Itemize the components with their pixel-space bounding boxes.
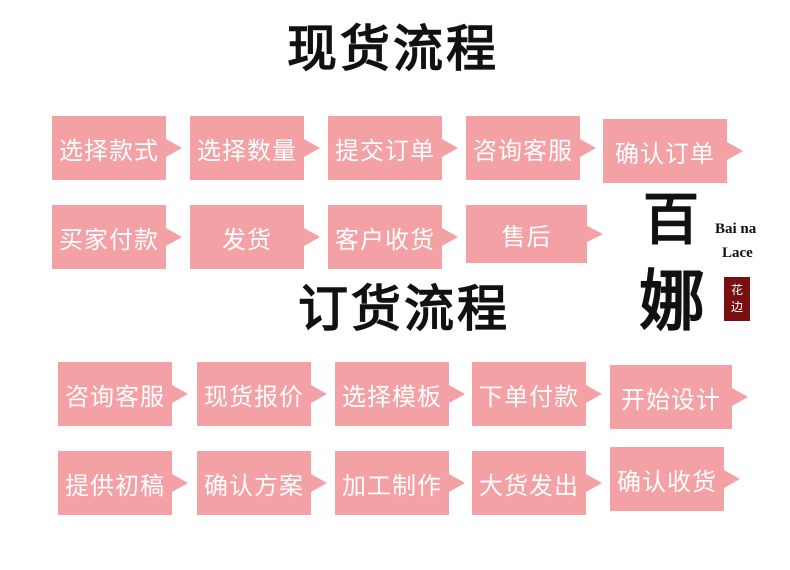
step-confirm-plan: 确认方案: [197, 451, 327, 515]
step-label: 选择数量: [197, 136, 297, 165]
logo-english-line2: Lace: [722, 245, 753, 261]
step-label: 买家付款: [59, 225, 159, 254]
logo-char-bai: 百: [643, 187, 699, 253]
order-process-title: 订货流程: [298, 280, 510, 338]
step-label: 咨询客服: [473, 136, 573, 165]
step-label: 下单付款: [479, 382, 579, 411]
step-label: 客户收货: [335, 225, 435, 254]
step-label: 加工制作: [342, 471, 442, 500]
step-bulk-shipment: 大货发出: [472, 451, 602, 515]
step-submit-order: 提交订单: [328, 116, 458, 180]
step-label: 确认收货: [617, 467, 717, 496]
step-label: 确认订单: [615, 139, 715, 168]
lace-seal-stamp: 花 边: [724, 277, 750, 321]
seal-char-hua: 花: [730, 283, 743, 297]
step-label: 开始设计: [621, 385, 721, 414]
step-consult-service: 咨询客服: [466, 116, 596, 180]
step-label: 大货发出: [479, 471, 579, 500]
step-label: 选择模板: [342, 382, 442, 411]
step-confirm-receipt: 确认收货: [610, 447, 740, 511]
step-ship: 发货: [190, 205, 320, 269]
step-provide-draft: 提供初稿: [58, 451, 188, 515]
step-label: 发货: [222, 225, 272, 254]
step-buyer-payment: 买家付款: [52, 205, 182, 269]
step-place-order-pay: 下单付款: [472, 362, 602, 426]
step-start-design: 开始设计: [610, 365, 748, 429]
step-select-template: 选择模板: [335, 362, 465, 426]
logo-english-line1: Bai na: [715, 221, 757, 237]
step-select-style: 选择款式: [52, 116, 182, 180]
step-consult-service: 咨询客服: [58, 362, 188, 426]
step-after-sales: 售后: [466, 205, 603, 263]
step-label: 咨询客服: [65, 382, 165, 411]
step-label: 选择款式: [59, 136, 159, 165]
seal-char-bian: 边: [730, 300, 743, 314]
logo-char-na: 娜: [639, 262, 705, 340]
step-select-quantity: 选择数量: [190, 116, 320, 180]
step-processing: 加工制作: [335, 451, 465, 515]
step-label: 提供初稿: [65, 471, 165, 500]
brand-logo: 百 娜 Bai na Lace 花 边: [635, 190, 775, 350]
step-spot-quote: 现货报价: [197, 362, 327, 426]
step-customer-receipt: 客户收货: [328, 205, 458, 269]
step-label: 现货报价: [204, 382, 304, 411]
step-label: 提交订单: [335, 136, 435, 165]
step-label: 售后: [501, 222, 552, 251]
step-label: 确认方案: [204, 471, 304, 500]
spot-process-title: 现货流程: [287, 20, 499, 78]
step-confirm-order: 确认订单: [603, 119, 743, 183]
